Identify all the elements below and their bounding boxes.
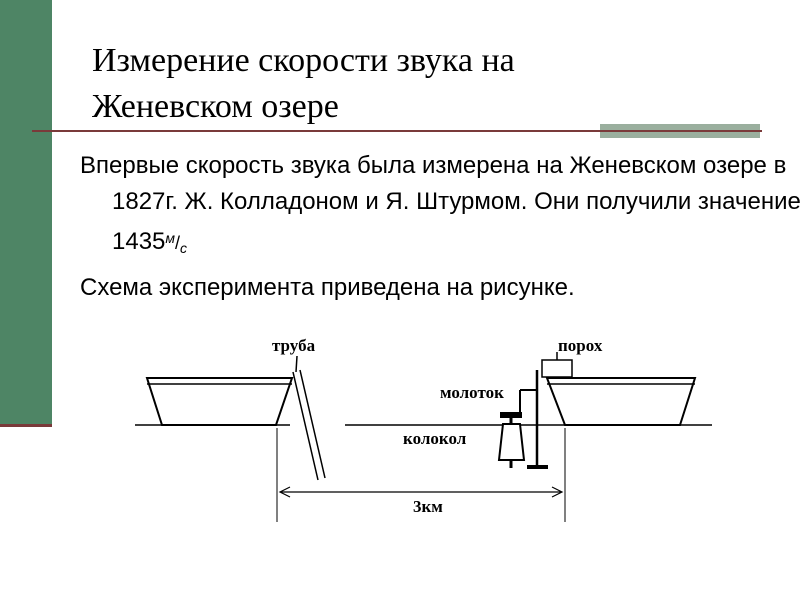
unit-slash: /: [175, 233, 181, 253]
trumpet-pointer: [295, 355, 298, 373]
trumpet-edge: [299, 369, 326, 479]
paragraph-history: Впервые скорость звука была измерена на …: [80, 148, 800, 266]
slide-title: Измерение скорости звука на Женевском оз…: [92, 38, 712, 130]
sidebar-accent: [0, 0, 52, 425]
unit-denominator: с: [180, 240, 188, 256]
arrowhead-right-icon: [551, 486, 564, 498]
sidebar-divider: [0, 424, 52, 427]
title-rule: [32, 130, 762, 132]
label-distance: 3км: [413, 497, 443, 516]
label-bell: колокол: [403, 429, 467, 448]
right-boat: [545, 377, 697, 426]
label-trumpet: труба: [272, 336, 316, 355]
title-line-1: Измерение скорости звука на: [92, 42, 515, 79]
powder-box: [541, 359, 573, 378]
unit-numerator: м: [165, 230, 175, 246]
bell-icon: [497, 423, 526, 461]
paragraph-history-text: Впервые скорость звука была измерена на …: [80, 152, 800, 255]
arrowhead-left-icon: [278, 486, 291, 498]
label-powder: порох: [558, 336, 603, 355]
label-hammer: молоток: [440, 383, 504, 402]
paragraph-scheme: Схема эксперимента приведена на рисунке.: [80, 274, 575, 301]
speed-unit: м/с: [165, 230, 188, 256]
trumpet-icon: [292, 371, 319, 481]
left-boat: [145, 377, 294, 426]
title-line-2: Женевском озере: [92, 88, 339, 125]
